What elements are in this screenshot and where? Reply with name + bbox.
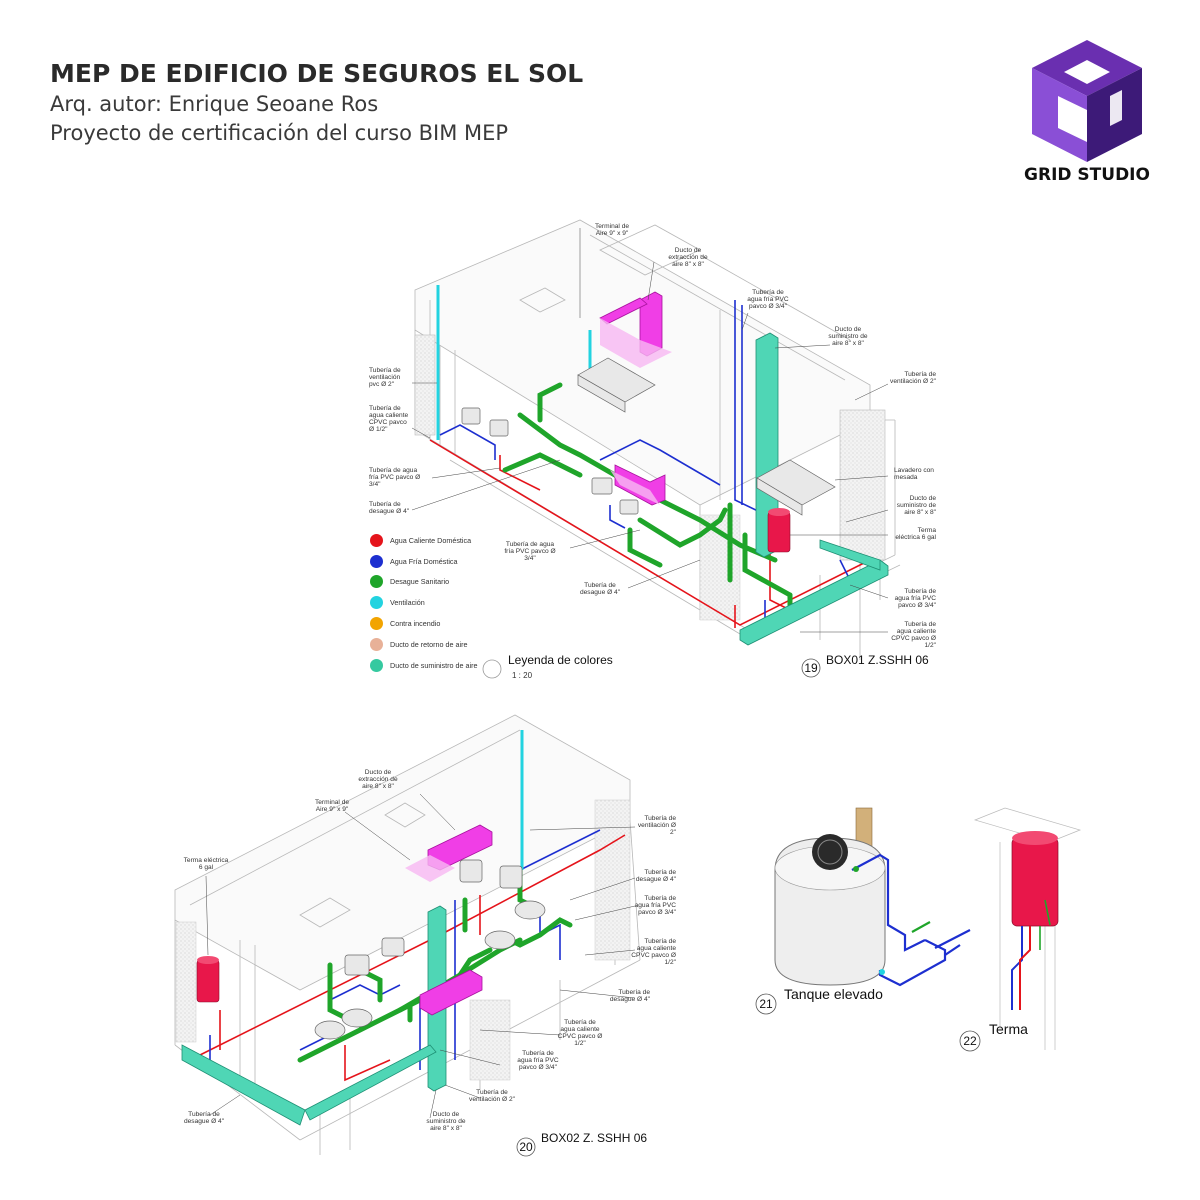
legend-swatch [370,596,383,610]
d20-number-circle [516,1137,536,1157]
author-line: Arq. autor: Enrique Seoane Ros [50,92,379,116]
drawing-20-exhaust-duct [419,824,493,1016]
color-legend: Agua Caliente Doméstica Agua Fría Domést… [370,530,478,676]
d20-caption: BOX02 Z. SSHH 06 [541,1131,647,1145]
page-title: MEP DE EDIFICIO DE SEGUROS EL SOL [50,59,584,88]
legend-item: Agua Caliente Doméstica [370,530,478,551]
d22-number: 22 [963,1034,977,1048]
tank-lid [812,834,848,870]
drawing-22-water-heater: 22 Terma [959,807,1082,1052]
d22-caption: Terma [989,1021,1028,1037]
drawing-20-air-terminals [405,855,455,882]
d21-caption: Tanque elevado [784,986,883,1002]
drawing-19-water-heater [767,508,791,553]
drawing-20-fixtures [314,859,546,1040]
drawing-19-supply-duct [739,332,889,646]
drawing-19-air-terminals [600,318,672,505]
terma-cold-water-pipe [1011,926,1023,1010]
d19-caption: BOX01 Z.SSHH 06 [826,653,929,667]
d21-number-circle [755,993,777,1015]
legend-item: Contra incendio [370,613,478,634]
legend-swatch [370,533,383,547]
logo-name: GRID STUDIO [1024,165,1150,185]
drawing-19-fixtures [461,357,836,516]
legend-swatch [370,554,383,568]
legend-swatch [370,617,383,631]
legend-label: Agua Fría Doméstica [390,556,458,566]
d19-number-circle [801,658,821,678]
drawing-21-tank: 21 Tanque elevado [755,807,971,1015]
legend-label: Ducto de retorno de aire [390,639,468,649]
terma-cylinder [1011,837,1059,927]
d20-number: 20 [519,1140,533,1154]
legend-swatch [370,637,383,651]
legend-label: Contra incendio [390,619,441,629]
drawing-19-ventilation [436,285,592,440]
legend-item: Ducto de retorno de aire [370,634,478,655]
legend-item: Desague Sanitario [370,572,478,593]
legend-item: Ducto de suministro de aire [370,655,478,676]
drawing-19-leaders [411,228,889,633]
header: MEP DE EDIFICIO DE SEGUROS EL SOL Arq. a… [50,58,583,148]
legend-item: Ventilación [370,592,478,613]
drawing-20-leaders [205,793,636,1119]
legend-label: Desague Sanitario [390,577,450,587]
legend-label: Ducto de suministro de aire [390,660,478,670]
project-line: Proyecto de certificación del curso BIM … [50,121,509,145]
d21-number: 21 [759,997,773,1011]
legend-view-marker [482,659,502,679]
legend-label: Agua Caliente Doméstica [390,535,472,545]
legend-item: Agua Fría Doméstica [370,551,478,572]
drawing-20-water-heater [196,956,220,1003]
legend-swatch [370,658,383,672]
grid-studio-logo-icon [1032,40,1142,162]
legend-label: Ventilación [390,598,425,608]
d22-number-circle [959,1030,981,1052]
legend-title: Leyenda de colores [508,653,613,667]
legend-swatch [370,575,383,589]
drawing-19-hot-water [429,439,871,628]
d19-number: 19 [804,661,818,675]
legend-scale: 1 : 20 [512,671,533,680]
terma-hot-water-pipe [1019,926,1031,1010]
